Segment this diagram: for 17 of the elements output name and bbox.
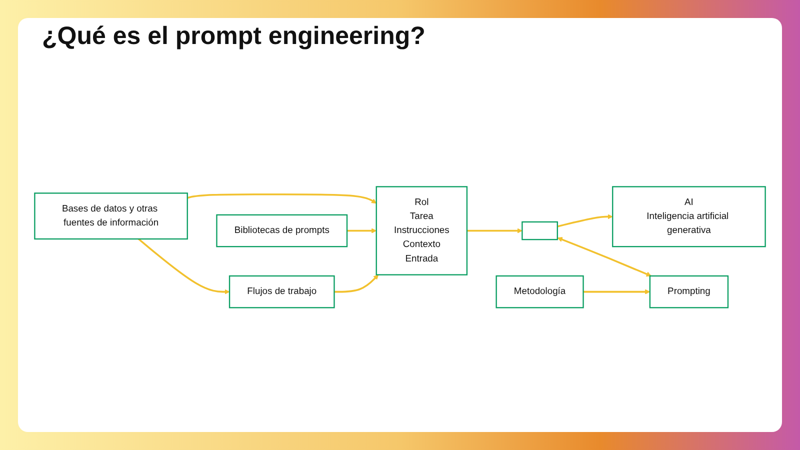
node-box: Rol Tarea Instrucciones Contexto Entrada [376,186,468,276]
node-box: Metodología [496,276,584,309]
arrow [557,214,613,228]
node-box [522,222,558,240]
arrow [557,237,652,277]
arrow [138,238,230,295]
arrow [583,290,650,295]
arrow [187,194,377,204]
node-box: Prompting [649,276,729,309]
title: ¿Qué es el prompt engineering? [42,22,426,51]
node-box: Flujos de trabajo [228,276,335,309]
node-box: Bases de datos y otras fuentes de información [34,192,188,240]
arrow [334,274,379,293]
arrow [347,228,377,234]
node-box: Bibliotecas de prompts [216,214,348,248]
arrow [466,228,522,234]
node-box: AI Inteligencia artificial generativa [612,186,766,248]
